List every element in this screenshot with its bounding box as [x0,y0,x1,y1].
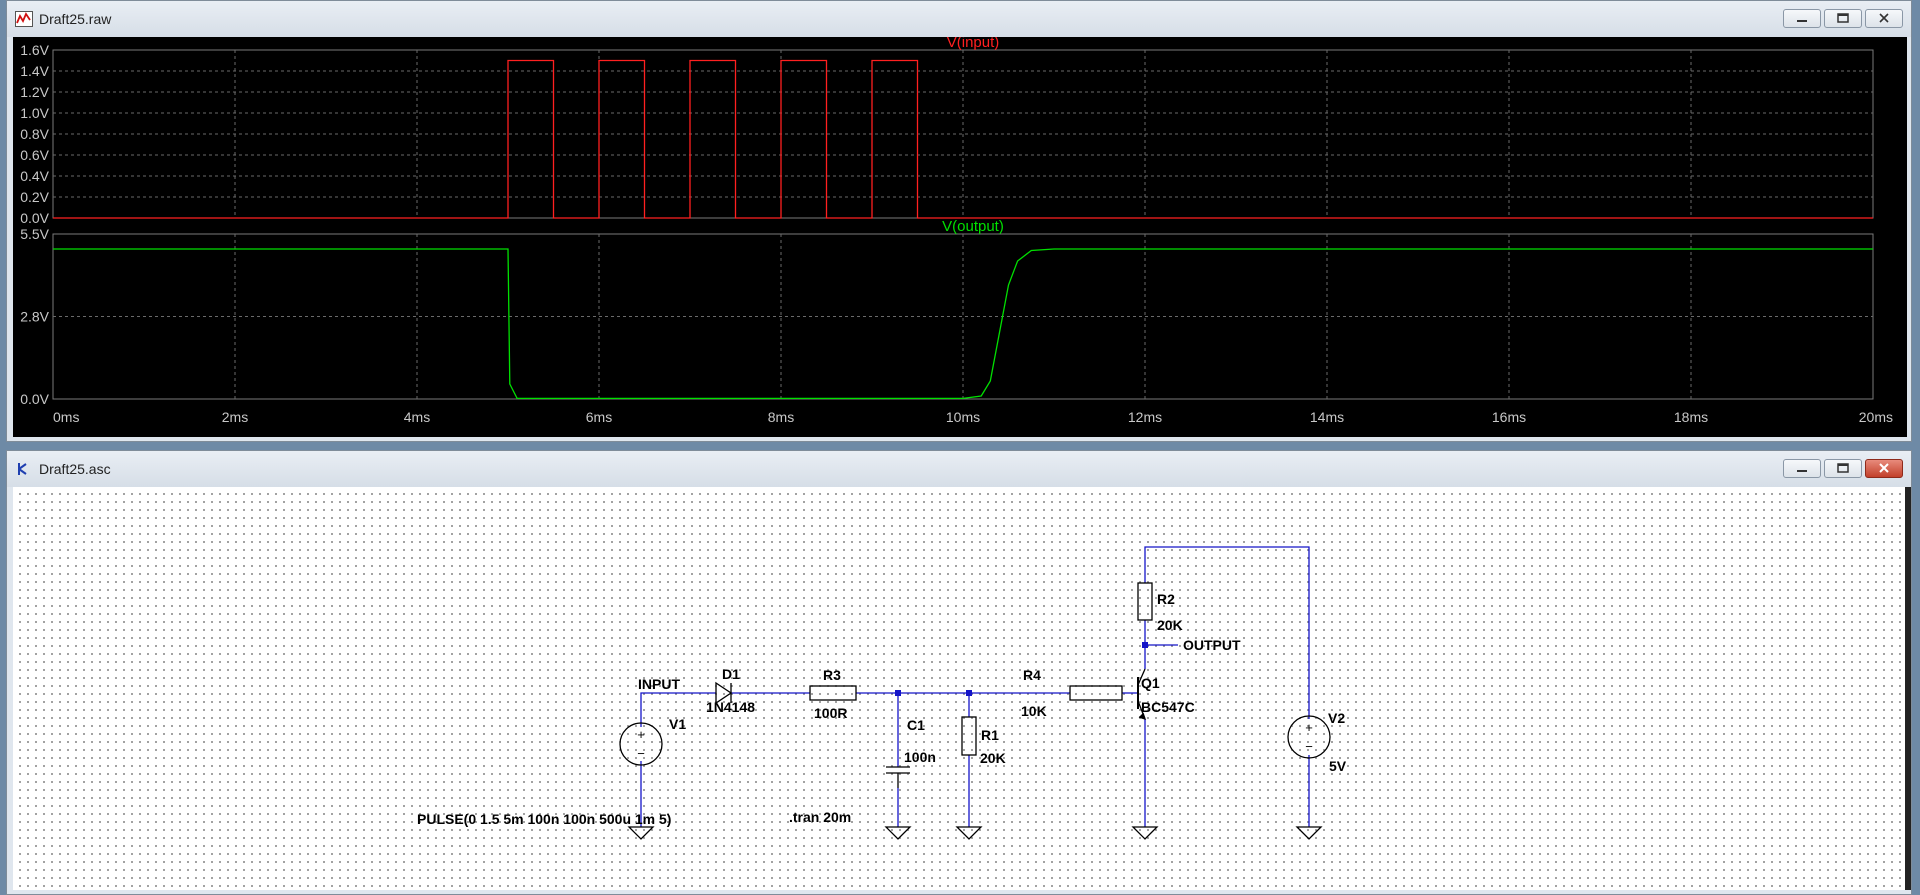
restore-button[interactable] [1824,9,1862,28]
r2-label[interactable]: R2 [1157,591,1175,607]
input-net-label[interactable]: INPUT [638,676,680,692]
input-pane[interactable]: 1.6V 1.4V 1.2V 1.0V 0.8V 0.6V 0.4V 0.2V 0.0V V(i… [20,34,1874,226]
r2-value-label[interactable]: 20K [1157,617,1183,633]
restore-button[interactable] [1824,459,1862,478]
ground-r1 [955,826,983,840]
r3-label[interactable]: R3 [823,667,841,683]
waveform-window-title: Draft25.raw [39,11,112,27]
d1-label[interactable]: D1 [722,666,740,682]
schematic-titlebar[interactable]: Draft25.asc [7,451,1911,487]
ground-c1 [884,826,912,840]
c1-label[interactable]: C1 [907,717,925,733]
waveform-titlebar[interactable]: Draft25.raw [7,1,1911,37]
y-tick-label-input: 0.4V [20,168,49,184]
d1-model-label[interactable]: 1N4148 [706,699,755,715]
r4-label[interactable]: R4 [1023,667,1041,683]
q1-label[interactable]: Q1 [1141,675,1160,691]
y-tick-label-input: 1.2V [20,84,49,100]
waveform-window[interactable]: Draft25.raw 1.6V 1.4V 1.2V 1.0V 0.8V 0.6V 0.4V… [6,0,1912,442]
x-tick-label: 12ms [1128,409,1162,425]
voltage-source-v1[interactable] [619,722,663,766]
voltage-source-v2[interactable] [1287,715,1331,759]
x-tick-label: 6ms [586,409,612,425]
output-trace-title[interactable]: V(output) [942,218,1004,235]
junction-node-r1 [966,690,972,696]
v1-label[interactable]: V1 [669,716,686,732]
x-tick-label: 8ms [768,409,794,425]
x-tick-label: 0ms [53,409,79,425]
ground-q1 [1131,826,1159,840]
r1-label[interactable]: R1 [981,727,999,743]
input-trace-title[interactable]: V(input) [947,34,1000,51]
minimize-icon [1797,470,1807,472]
vertical-scrollbar[interactable] [1905,487,1911,890]
y-tick-label-input: 0.6V [20,147,49,163]
wire-input[interactable] [640,692,716,727]
resistor-r1[interactable] [961,716,977,756]
close-button[interactable] [1865,459,1903,478]
junction-output [1142,642,1148,648]
y-tick-label-output: 5.5V [20,226,49,242]
close-icon [1879,463,1889,473]
y-tick-label-input: 0.0V [20,210,49,226]
x-tick-label: 2ms [222,409,248,425]
r1-value-label[interactable]: 20K [980,750,1006,766]
ground-v1 [627,826,655,840]
close-icon [1879,13,1889,23]
minimize-button[interactable] [1783,9,1821,28]
schematic-window[interactable]: Draft25.asc [6,450,1912,895]
waveform-plot[interactable]: 1.6V 1.4V 1.2V 1.0V 0.8V 0.6V 0.4V 0.2V 0.0V V(i… [13,34,1907,437]
tran-directive-label[interactable]: .tran 20m [789,809,851,825]
x-tick-label: 16ms [1492,409,1526,425]
y-tick-label-input: 1.6V [20,42,49,58]
v1-plus-sign: + [637,727,645,742]
pulse-spec-label[interactable]: PULSE(0 1.5 5m 100n 100n 500u 1m 5) [417,811,671,827]
resistor-r4[interactable] [1069,685,1123,701]
resistor-r3[interactable] [809,685,857,701]
schematic-icon [15,461,31,482]
x-tick-label: 14ms [1310,409,1344,425]
schematic-window-title: Draft25.asc [39,461,111,477]
waveform-plot-area[interactable]: 1.6V 1.4V 1.2V 1.0V 0.8V 0.6V 0.4V 0.2V 0.0V V(i… [13,34,1907,437]
schematic-canvas[interactable]: + − + − INPUT OUTPUT V1 V2 5V D1 1N4148 … [13,487,1907,890]
junction-node-c1 [895,690,901,696]
y-tick-label-output: 2.8V [20,309,49,325]
r4-value-label[interactable]: 10K [1021,703,1047,719]
output-net-label[interactable]: OUTPUT [1183,637,1241,653]
y-tick-label-input: 1.0V [20,105,49,121]
schematic-drawing[interactable]: + − + − INPUT OUTPUT V1 V2 5V D1 1N4148 … [13,487,1907,890]
y-tick-label-input: 0.2V [20,189,49,205]
v1-minus-sign: − [637,746,645,761]
x-tick-label: 18ms [1674,409,1708,425]
y-tick-label-output: 0.0V [20,391,49,407]
minimize-button[interactable] [1783,459,1821,478]
diode-d1[interactable] [715,681,733,705]
v2-value-label[interactable]: 5V [1329,758,1347,774]
y-tick-label-input: 0.8V [20,126,49,142]
x-tick-label: 10ms [946,409,980,425]
restore-icon [1837,13,1849,23]
y-tick-label-input: 1.4V [20,63,49,79]
ground-v2 [1295,826,1323,840]
c1-value-label[interactable]: 100n [904,749,936,765]
restore-icon [1837,463,1849,473]
waveform-icon [15,11,33,32]
x-tick-label: 4ms [404,409,430,425]
transistor-q1[interactable] [1137,668,1147,721]
q1-model-label[interactable]: BC547C [1141,699,1195,715]
resistor-r2[interactable] [1137,582,1153,621]
x-tick-label: 20ms [1859,409,1893,425]
r3-value-label[interactable]: 100R [814,705,847,721]
v2-minus-sign: − [1305,739,1313,754]
wire-supply[interactable] [1144,546,1310,719]
close-button[interactable] [1865,9,1903,28]
output-pane[interactable]: 5.5V 2.8V 0.0V V(output) [20,218,1874,407]
minimize-icon [1797,20,1807,22]
capacitor-c1[interactable] [886,766,910,788]
v2-plus-sign: + [1305,720,1313,735]
v2-label[interactable]: V2 [1328,710,1345,726]
input-trace-line[interactable] [53,59,1873,219]
output-trace-line[interactable] [53,248,1873,400]
